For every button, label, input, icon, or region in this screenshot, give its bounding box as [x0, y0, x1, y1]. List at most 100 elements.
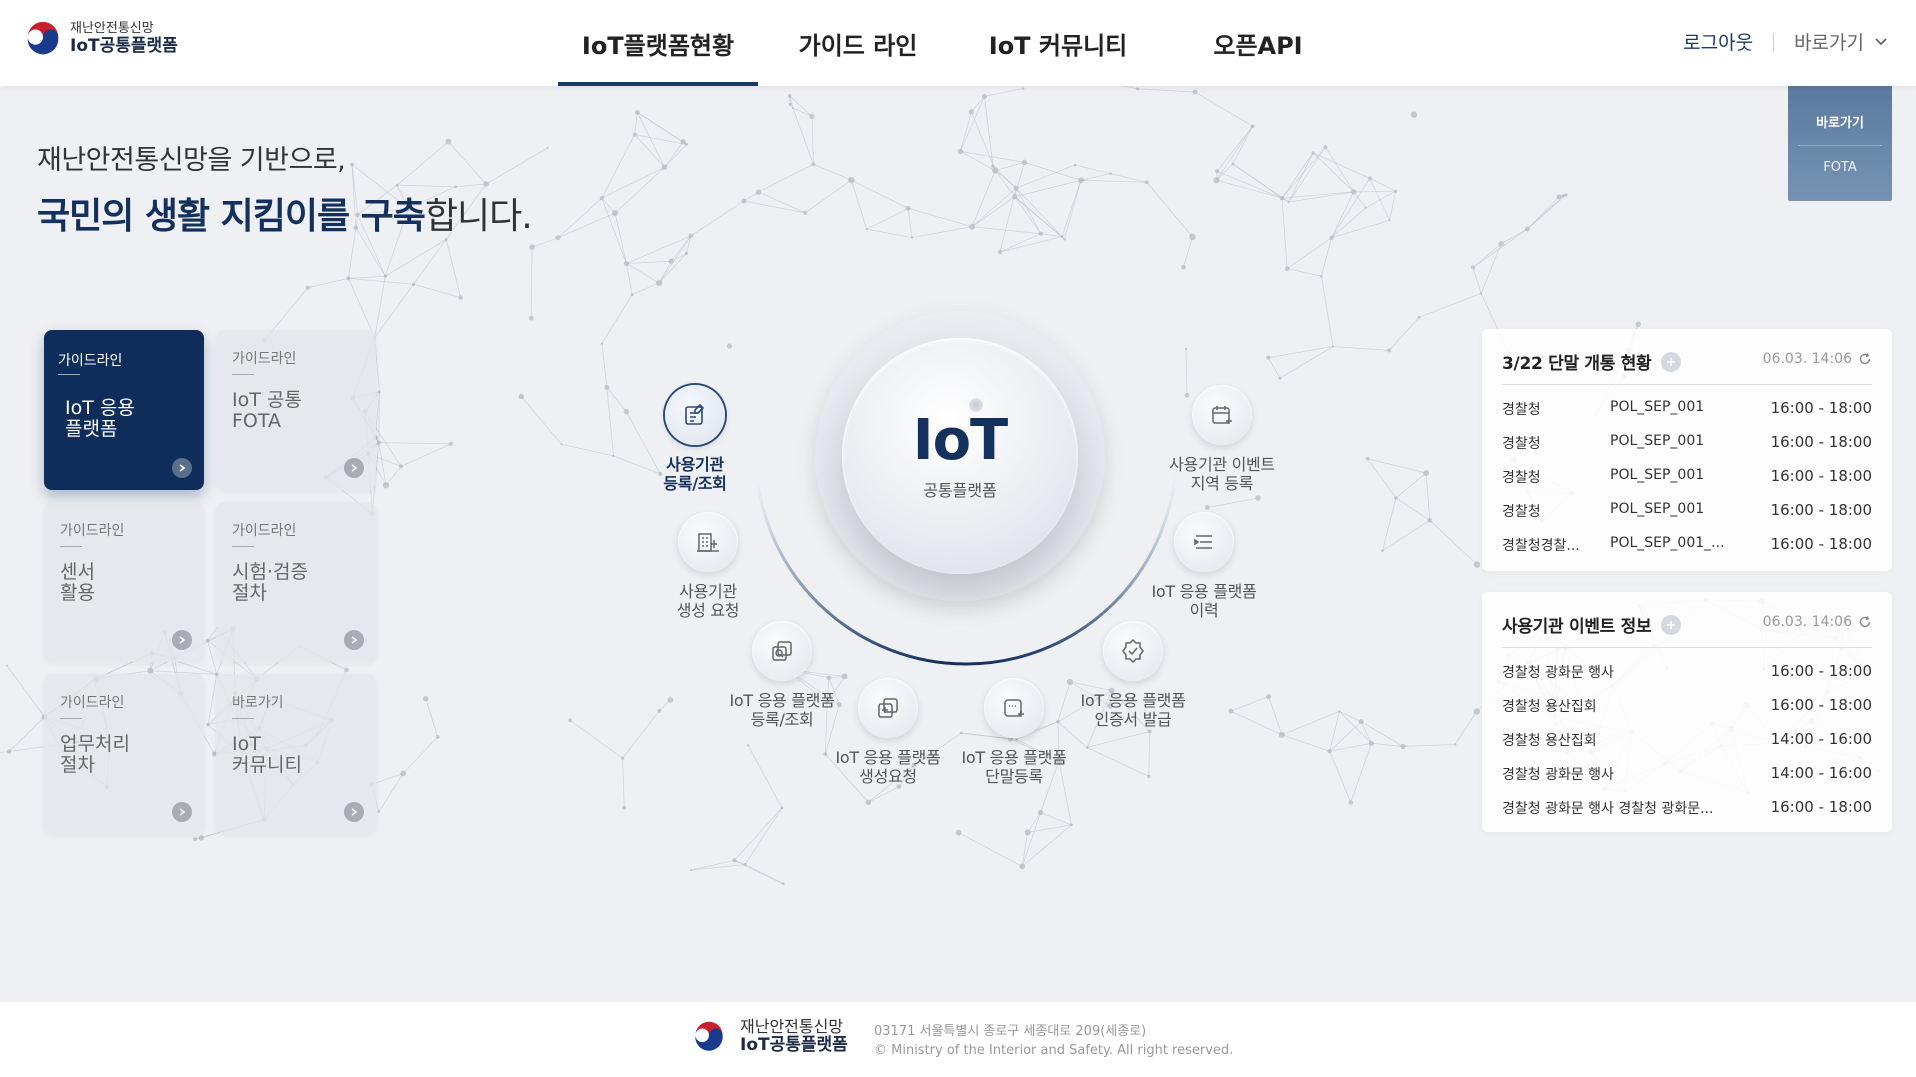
card-iot-common-fota[interactable]: 가이드라인 IoT 공통 FOTA: [216, 330, 376, 490]
network-line: [959, 111, 972, 152]
node-label: 사용기관 등록/조회: [663, 455, 727, 494]
network-line: [1216, 163, 1234, 181]
nav-iot-community[interactable]: IoT 커뮤니티: [988, 31, 1128, 60]
node-org-event-region-register[interactable]: 사용기관 이벤트 지역 등록: [1142, 385, 1302, 493]
quick-link-dropdown[interactable]: 바로가기: [1794, 28, 1888, 55]
network-line: [357, 207, 409, 216]
network-line: [868, 764, 915, 803]
network-line: [984, 96, 994, 167]
network-line: [351, 164, 409, 209]
row-org: 경찰청경찰...: [1502, 538, 1580, 554]
network-line: [626, 263, 633, 295]
network-dot: [811, 162, 816, 167]
network-line: [984, 88, 1024, 97]
plus-icon[interactable]: [1661, 351, 1682, 372]
network-dot: [382, 482, 390, 489]
hero-text: 재난안전통신망을 기반으로, 국민의 생활 지킴이를 구축합니다.: [37, 138, 533, 239]
card-work-procedure[interactable]: 가이드라인 업무처리 절차: [44, 674, 204, 834]
network-dot: [528, 315, 534, 321]
network-dot: [453, 185, 457, 189]
network-dot: [423, 695, 429, 702]
network-dot: [399, 464, 404, 469]
network-dot: [1381, 549, 1384, 553]
list-item[interactable]: 경찰청 광화문 행사 경찰청 광화문...16:00 - 18:00: [1502, 790, 1872, 824]
network-line: [1120, 86, 1138, 90]
network-dot: [1019, 863, 1026, 870]
network-dot: [1192, 89, 1198, 95]
logout-link[interactable]: 로그아웃: [1683, 32, 1754, 54]
node-app-platform-register-view[interactable]: IoT 응용 플랫폼 등록/조회: [702, 621, 862, 729]
card-iot-community[interactable]: 바로가기 IoT 커뮤니티: [216, 674, 376, 834]
device-add-icon: [1004, 699, 1024, 717]
network-dot: [448, 441, 454, 447]
network-dot: [959, 731, 963, 735]
network-dot: [841, 673, 848, 680]
node-org-create-request[interactable]: 사용기관 생성 요청: [628, 512, 788, 620]
network-line: [1027, 812, 1041, 833]
row-org: 경찰청: [1502, 504, 1541, 520]
nav-iot-platform-status[interactable]: IoT플랫폼현황: [558, 0, 758, 86]
network-line: [1086, 747, 1149, 777]
card-iot-app-platform[interactable]: 가이드라인 IoT 응용 플랫폼: [44, 330, 204, 490]
network-line: [971, 170, 996, 227]
row-time: 16:00 - 18:00: [1770, 798, 1872, 816]
network-line: [1527, 194, 1567, 230]
network-dot: [1284, 266, 1290, 272]
node-app-platform-certificate[interactable]: IoT 응용 플랫폼 인증서 발급: [1053, 621, 1213, 729]
network-dot: [905, 205, 911, 211]
site-logo[interactable]: 재난안전통신망 IoT공통플랫폼: [24, 20, 178, 58]
network-dot: [1255, 495, 1261, 501]
network-line: [1382, 497, 1397, 551]
card-tag: 가이드라인: [58, 353, 123, 369]
network-line: [1281, 734, 1330, 752]
network-dot: [1109, 172, 1112, 175]
network-dot: [1331, 345, 1335, 348]
network-line: [396, 141, 449, 186]
node-icon-wrap: [1174, 512, 1234, 572]
card-test-verification[interactable]: 가이드라인 시험·검증 절차: [216, 502, 376, 662]
network-dot: [1394, 189, 1398, 193]
network-dot: [1556, 194, 1562, 200]
card-sensor-usage[interactable]: 가이드라인 센서 활용: [44, 502, 204, 662]
network-dot: [981, 93, 987, 99]
refresh-icon[interactable]: [1858, 615, 1872, 629]
quick-panel-fota-link[interactable]: FOTA: [1823, 160, 1857, 175]
node-app-platform-create-request[interactable]: IoT 응용 플랫폼 생성요청: [808, 678, 968, 786]
list-item[interactable]: 경찰청경찰...POL_SEP_001_...16:00 - 18:00: [1502, 527, 1872, 561]
network-dot: [383, 274, 388, 278]
network-line: [622, 710, 660, 759]
node-app-platform-history[interactable]: IoT 응용 플랫폼 이력: [1124, 512, 1284, 620]
nav-open-api[interactable]: 오픈API: [1213, 31, 1303, 60]
network-dot: [741, 198, 747, 204]
nav-guideline[interactable]: 가이드 라인: [798, 31, 918, 60]
node-org-register-view[interactable]: 사용기관 등록/조회: [615, 385, 775, 493]
network-line: [385, 239, 447, 277]
network-line: [1040, 760, 1060, 813]
network-line: [601, 198, 627, 264]
refresh-icon[interactable]: [1858, 352, 1872, 366]
panel-title: 사용기관 이벤트 정보: [1502, 617, 1652, 637]
plus-icon[interactable]: [1661, 614, 1682, 635]
panel-title-wrap: 3/22 단말 개통 현황: [1502, 349, 1682, 374]
network-line: [1312, 152, 1355, 193]
network-line: [351, 164, 359, 215]
network-dot: [1077, 177, 1084, 184]
network-dot: [1471, 265, 1476, 270]
row-time: 16:00 - 18:00: [1770, 662, 1872, 680]
card-tag: 가이드라인: [60, 523, 125, 539]
node-app-platform-device-register[interactable]: IoT 응용 플랫폼 단말등록: [934, 678, 1094, 786]
network-dot: [458, 295, 463, 300]
node-label: IoT 응용 플랫폼 단말등록: [961, 748, 1067, 787]
network-line: [971, 226, 1041, 235]
copy-search-icon: [772, 641, 792, 661]
network-line: [1419, 292, 1482, 318]
